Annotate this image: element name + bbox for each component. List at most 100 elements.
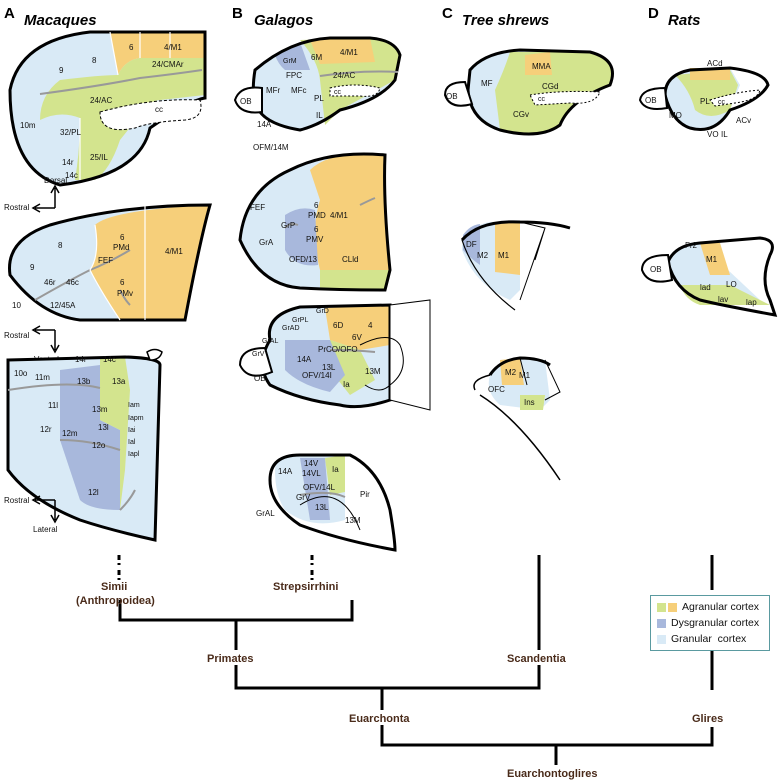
label-area-6: 6 (129, 43, 134, 52)
panel-c-letter: C (442, 5, 453, 22)
label-area-pir: Pir (360, 490, 370, 499)
label-area-4: 4 (368, 321, 373, 330)
label-area-46c: 46c (66, 278, 79, 287)
panel-a-title: Macaques (24, 12, 97, 29)
label-area-ofv-14i: OFV/14I (302, 371, 332, 380)
label-area-pmv: PMv (117, 289, 133, 298)
label-area-ofm-14m: OFM/14M (253, 143, 289, 152)
label-area-acv: ACv (736, 116, 751, 125)
label-area-13a: 13a (112, 377, 126, 386)
label-area-9: 9 (59, 66, 64, 75)
legend: Agranular cortex Dysgranular cortex Gran… (650, 595, 770, 651)
panel-d-letter: D (648, 5, 659, 22)
label-area-m2: M2 (505, 368, 517, 377)
label-area-fpc: FPC (286, 71, 302, 80)
tree-label-simii: Simii (101, 581, 127, 593)
label-area-4-m1: 4/M1 (165, 247, 183, 256)
label-lateral: Lateral (33, 525, 58, 534)
label-area-12l: 12l (88, 488, 99, 497)
label-area-ial: Ial (128, 439, 136, 446)
label-area-13l: 13L (315, 503, 329, 512)
label-dorsal: Dorsal (44, 176, 67, 185)
galago-orbital-view: 14V 14A 14VL Ia OFV/14L Pir GrV 13L GrAL… (256, 453, 397, 552)
label-area-6: 6 (314, 201, 319, 210)
panel-b-letter: B (232, 5, 243, 22)
orientation-dorsal-rostral: Dorsal Rostral (4, 176, 67, 213)
tree-label-primates: Primates (207, 653, 253, 665)
label-area-gral: GrAL (256, 509, 275, 518)
treeshrew-orbital-view: M2 M1 OFC Ins (473, 356, 561, 481)
label-cc: cc (538, 96, 546, 103)
orientation-rostral-lateral: Rostral Lateral (4, 495, 60, 534)
label-area-gra: GrA (259, 238, 274, 247)
label-rostral: Rostral (4, 203, 30, 212)
label-area-grd: GrD (316, 308, 329, 315)
legend-label-granular: Granular cortex (671, 633, 747, 645)
label-area-6d: 6D (333, 321, 343, 330)
label-area-cgv: CGv (513, 110, 529, 119)
label-area-ofv-14l: OFV/14L (303, 483, 336, 492)
label-area-12r: 12r (40, 425, 52, 434)
label-area-10o: 10o (14, 369, 28, 378)
label-area-6m: 6M (311, 53, 322, 62)
label-area-lav: lav (718, 295, 728, 304)
label-area-grpl: GrPL (292, 317, 308, 324)
label-area-ins: Ins (524, 398, 535, 407)
label-area-14a: 14A (278, 467, 293, 476)
macaque-medial-view: 9 8 6 4/M1 24/CMAr 24/AC cc 10m 32/PL 14… (8, 30, 207, 187)
label-area-24-ac: 24/AC (90, 96, 112, 105)
label-area-14c: 14c (65, 171, 78, 180)
label-area-cgd: CGd (542, 82, 558, 91)
label-area-m2: M2 (477, 251, 489, 260)
rat-lateral-view: Fr2 M1 OB LO lad lav lap (640, 236, 778, 317)
label-area-m1: M1 (706, 255, 718, 264)
label-area-6v: 6V (352, 333, 362, 342)
label-ob: OB (650, 265, 662, 274)
label-area-grm: GrM (283, 58, 297, 65)
label-area-6v: 6 (314, 225, 319, 234)
label-area-mfr: MFr (266, 86, 281, 95)
label-area-13b: 13b (77, 377, 91, 386)
label-area-m1: M1 (519, 371, 531, 380)
swatch-granular (657, 634, 666, 644)
label-rostral: Rostral (4, 496, 30, 505)
label-area-13l: 13L (322, 363, 336, 372)
label-area-4-m1: 4/M1 (330, 211, 348, 220)
label-area-df: DF (466, 240, 477, 249)
label-area-ofd-13: OFD/13 (289, 255, 318, 264)
treeshrew-lateral-view: DF M2 M1 (460, 220, 571, 311)
legend-label-dysgranular: Dysgranular cortex (671, 617, 760, 629)
label-area-pmv: PMV (306, 235, 324, 244)
label-area-32-pl: 32/PL (60, 128, 81, 137)
macaque-lateral-view: 6 PMd 4/M1 8 9 46r 46c FEF 6 PMv 10 12/4… (8, 203, 212, 322)
label-area-ia: Ia (332, 465, 339, 474)
label-area-10: 10 (12, 301, 21, 310)
label-area-pmd: PMD (308, 211, 326, 220)
label-area-vo: VO (707, 130, 719, 139)
label-area-mfc: MFc (291, 86, 307, 95)
label-area-fef: FEF (98, 256, 113, 265)
label-area-grv: GrV (296, 493, 311, 502)
label-cc: cc (334, 89, 342, 96)
label-area-grad: GrAD (282, 325, 300, 332)
tree-label-strepsirrhini: Strepsirrhini (273, 581, 338, 593)
label-area-10m: 10m (20, 121, 36, 130)
panel-d-title: Rats (668, 12, 701, 29)
panel-c-title: Tree shrews (462, 12, 549, 29)
label-ob: OB (446, 92, 458, 101)
label-area-lad: lad (700, 283, 711, 292)
label-area-13m: 13M (365, 367, 381, 376)
label-area-il: IL (721, 130, 728, 139)
legend-item-granular: Granular cortex (657, 631, 763, 647)
label-area-14r: 14r (62, 158, 74, 167)
label-area-13m: 13M (345, 516, 361, 525)
label-area-12o: 12o (92, 441, 106, 450)
label-area-lap: lap (746, 298, 757, 307)
label-area-11m: 11m (35, 373, 50, 382)
label-area-lo: LO (726, 280, 737, 289)
label-area-clld: CLld (342, 255, 358, 264)
label-area-grp: GrP (281, 221, 295, 230)
label-area-iam: Iam (128, 402, 140, 409)
label-area-14a: 14A (257, 120, 272, 129)
